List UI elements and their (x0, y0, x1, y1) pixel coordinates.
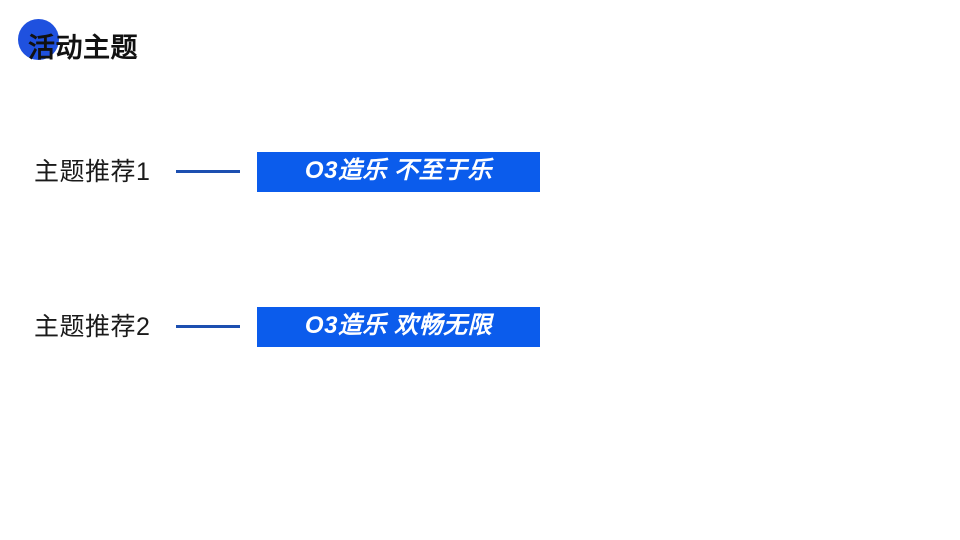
connector-line (176, 325, 240, 328)
connector-line (176, 170, 240, 173)
theme-chip[interactable]: O3造乐 不至于乐 (257, 152, 540, 192)
theme-row: 主题推荐1 O3造乐 不至于乐 (0, 150, 960, 194)
theme-chip-label: O3造乐 不至于乐 (304, 157, 493, 184)
page-title: 活动主题 (28, 33, 138, 63)
theme-row: 主题推荐2 O3造乐 欢畅无限 (0, 305, 960, 349)
theme-chip[interactable]: O3造乐 欢畅无限 (257, 307, 540, 347)
slide-header: 活动主题 (0, 0, 960, 90)
theme-row-label: 主题推荐1 (34, 158, 151, 186)
theme-row-label: 主题推荐2 (34, 313, 151, 341)
decorative-circle-icon (18, 19, 59, 60)
theme-chip-label: O3造乐 欢畅无限 (304, 312, 493, 339)
